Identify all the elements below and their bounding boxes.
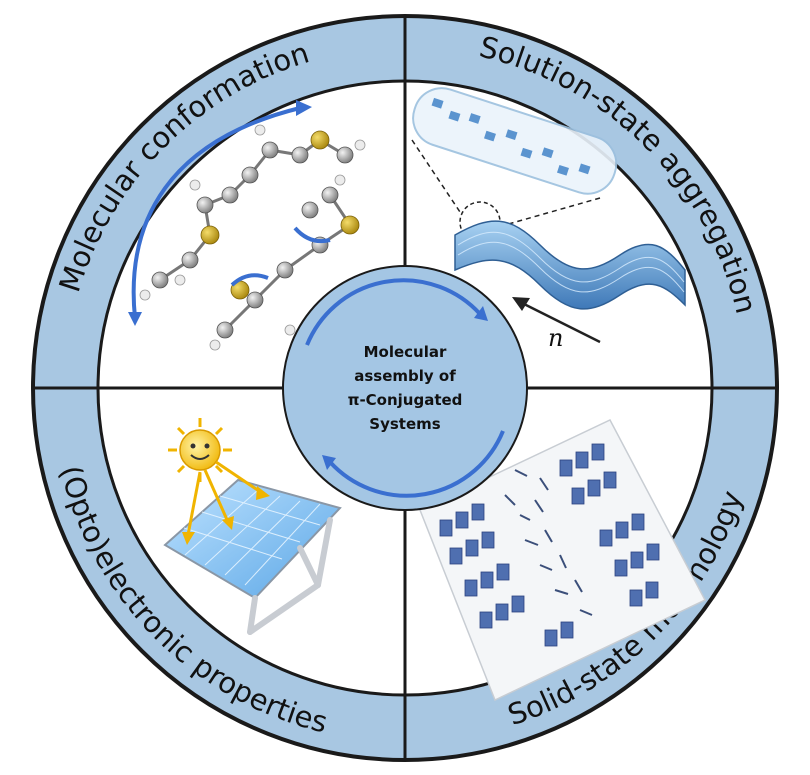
solar-panel-icon <box>163 418 342 635</box>
center-arrow-top <box>305 278 482 346</box>
rotation-arrow-1 <box>293 226 331 244</box>
zoom-line-2 <box>504 197 601 226</box>
panel-surface <box>163 478 342 600</box>
center-title-line-3: π-Conjugated <box>348 391 463 409</box>
fiber-ribbon <box>454 220 686 310</box>
zoom-line-1 <box>411 139 463 216</box>
center-title-line-1: Molecular <box>364 343 447 361</box>
rotation-arrow-2 <box>230 273 269 287</box>
crystal-block-icon <box>419 419 707 702</box>
center-disk <box>282 265 528 511</box>
thiophene-molecule-icon <box>128 100 366 351</box>
sun-icon <box>168 418 232 482</box>
arrowhead-top <box>296 100 312 116</box>
center-arrow-bottom <box>328 430 505 498</box>
polymer-fiber-icon: n <box>411 87 686 352</box>
growth-arrow <box>519 300 601 344</box>
curved-arrow-main <box>131 106 301 319</box>
aggregation-n-label: n <box>548 324 563 352</box>
center-title-line-2: assembly of <box>354 367 456 385</box>
arrowhead-bottom <box>128 312 142 326</box>
center-title-line-4: Systems <box>369 415 440 433</box>
growth-arrowhead <box>512 297 530 311</box>
